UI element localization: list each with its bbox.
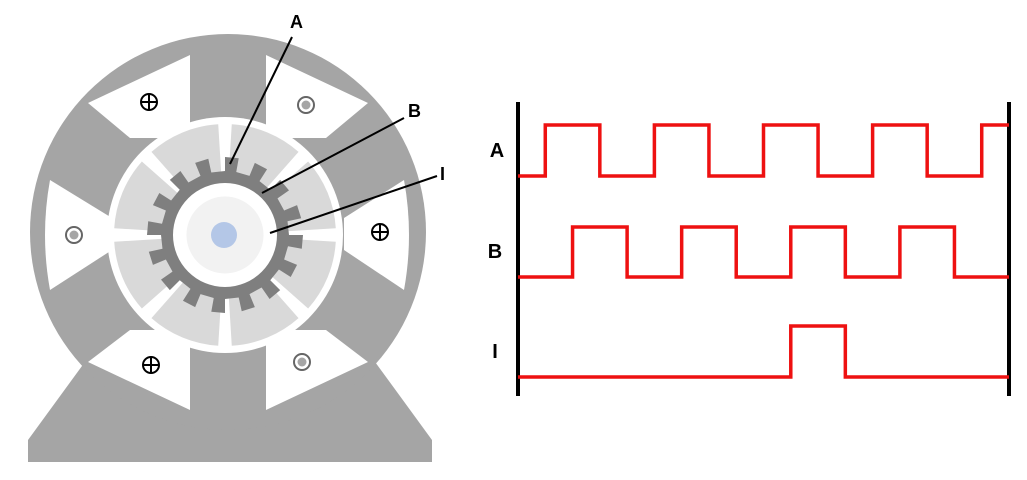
waveform-b xyxy=(518,225,1009,279)
plus-terminal-icon xyxy=(371,223,389,241)
waveform-i xyxy=(518,324,1009,379)
motor-cross-section: A B I xyxy=(28,12,445,462)
encoder-wheel xyxy=(147,157,303,313)
callout-label-b: B xyxy=(408,101,421,121)
rotor-segment xyxy=(114,161,181,232)
terminal-markers xyxy=(65,93,389,374)
rotor-segment xyxy=(269,238,336,309)
dot-terminal-icon xyxy=(297,96,315,114)
rotor-segment xyxy=(228,124,299,191)
stator-slot xyxy=(88,55,190,138)
callout-label-i: I xyxy=(440,164,445,184)
waveforms xyxy=(518,123,1009,379)
channel-label-a: A xyxy=(490,140,504,162)
plus-terminal-icon xyxy=(140,93,158,111)
stator-slot xyxy=(88,330,190,410)
rotor-segment xyxy=(151,279,222,346)
timing-diagram: A B I xyxy=(488,102,1011,396)
dot-terminal-icon xyxy=(293,353,311,371)
waveform-a xyxy=(518,123,1009,178)
callout-label-a: A xyxy=(290,12,303,32)
shaft xyxy=(211,222,237,248)
dot-terminal-icon xyxy=(65,226,83,244)
callout-line-b xyxy=(261,117,405,194)
callouts: A B I xyxy=(229,12,445,234)
channel-label-b: B xyxy=(488,241,502,263)
callout-line-i xyxy=(269,175,438,234)
encoder-teeth xyxy=(147,157,303,313)
plus-terminal-icon xyxy=(142,356,160,374)
stator-slot xyxy=(266,55,368,138)
callout-line-a xyxy=(229,36,293,165)
channel-label-i: I xyxy=(492,341,498,363)
stator-slot xyxy=(266,330,368,410)
